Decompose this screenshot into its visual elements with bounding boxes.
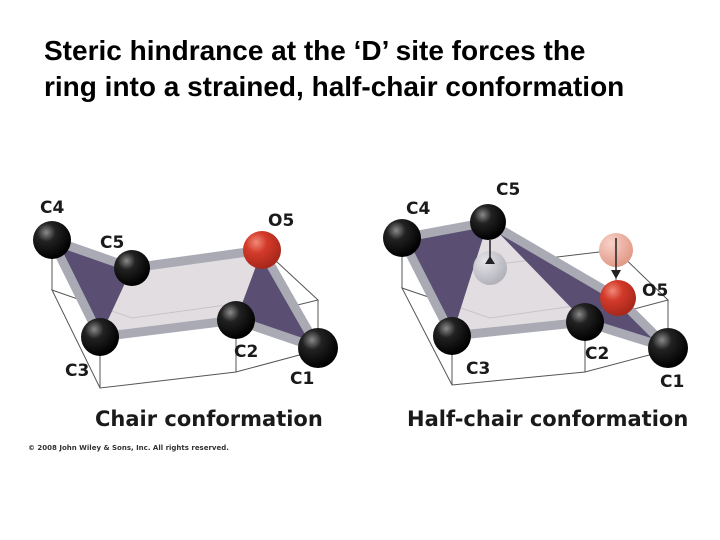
chair-atom-c1	[298, 328, 338, 368]
half-chair-faded-c5	[473, 251, 507, 285]
half-chair-label-c3: C3	[466, 359, 490, 379]
title-line-1: Steric hindrance at the ‘D’ site forces …	[44, 35, 586, 66]
half-chair-label-c5: C5	[496, 180, 520, 200]
half-chair-atom-c3	[433, 317, 471, 355]
half-chair-label-c2: C2	[585, 344, 609, 364]
half-chair-left-face	[402, 222, 488, 336]
half-chair-atom-c4	[383, 219, 421, 257]
chair-label-o5: O5	[268, 211, 294, 231]
chair-atom-o5	[243, 231, 281, 269]
half-chair-atom-c5	[470, 204, 506, 240]
half-chair-label-o5: O5	[642, 281, 668, 301]
chair-caption: Chair conformation	[95, 407, 323, 431]
title-line-2: ring into a strained, half-chair conform…	[44, 71, 625, 102]
chair-atom-c2	[217, 301, 255, 339]
chair-atom-c5	[114, 250, 150, 286]
chair-label-c1: C1	[290, 369, 314, 389]
chair-label-c4: C4	[40, 198, 64, 218]
chair-label-c2: C2	[234, 342, 258, 362]
half-chair-right-face	[488, 222, 618, 322]
half-chair-label-c1: C1	[660, 372, 684, 392]
chair-diagram: C4 C5 O5 C3 C2 C1 Chair conformation	[33, 198, 338, 431]
chair-label-c5: C5	[100, 233, 124, 253]
half-chair-atom-o5	[600, 280, 636, 316]
chair-label-c3: C3	[65, 361, 89, 381]
half-chair-label-c4: C4	[406, 199, 430, 219]
chair-atom-c3	[81, 318, 119, 356]
half-chair-atom-c1	[648, 328, 688, 368]
slide-title: Steric hindrance at the ‘D’ site forces …	[44, 33, 694, 105]
half-chair-atom-c2	[566, 303, 604, 341]
half-chair-diagram: C4 C5 O5 C3 C2 C1 Half-chair conformatio…	[383, 180, 688, 431]
copyright-notice: © 2008 John Wiley & Sons, Inc. All right…	[28, 444, 229, 452]
half-chair-movement-arrows	[485, 238, 621, 279]
half-chair-caption: Half-chair conformation	[407, 407, 688, 431]
chair-atom-c4	[33, 221, 71, 259]
